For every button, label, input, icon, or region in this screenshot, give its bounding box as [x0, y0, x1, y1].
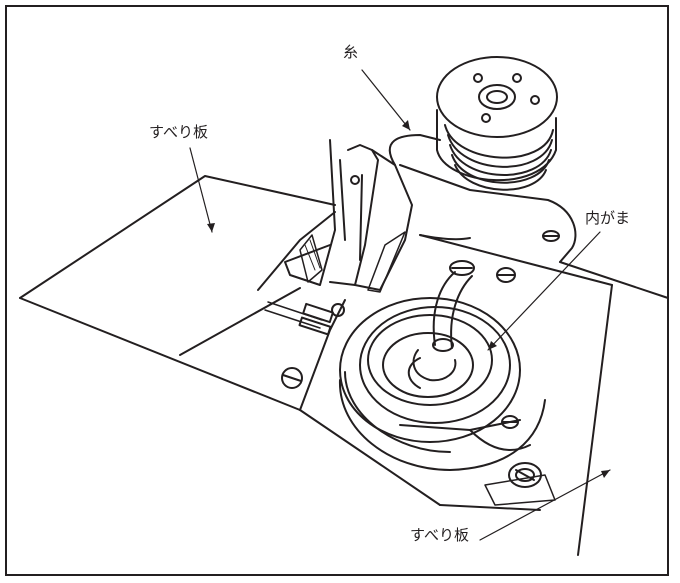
label-inner-hook: 内がま [585, 209, 631, 227]
needle-bar [407, 260, 475, 389]
leader-thread [361, 69, 411, 131]
presser-foot [284, 139, 413, 293]
arrow-thread-icon [402, 120, 410, 130]
arrowheads [207, 120, 610, 478]
label-slide-plate-top: すべり板 [149, 123, 208, 141]
slide-plate-left [19, 175, 336, 411]
leader-inner-hook [487, 231, 601, 351]
arrow-inner-hook-icon [488, 341, 497, 350]
needle-plate [257, 211, 346, 411]
leader-slide-plate-bottom [479, 469, 611, 541]
arrow-slide-plate-top-icon [207, 223, 215, 232]
thread-spool [388, 56, 577, 263]
leader-slide-plate-top [189, 147, 213, 233]
screws [484, 267, 556, 506]
machine-bed [299, 234, 669, 556]
label-slide-plate-bottom: すべり板 [410, 526, 469, 544]
label-thread: 糸 [343, 43, 359, 61]
leader-lines [189, 69, 611, 541]
arrow-slide-plate-bottom-icon [601, 470, 610, 478]
figure-frame [5, 5, 669, 576]
rotary-hook [338, 297, 546, 471]
